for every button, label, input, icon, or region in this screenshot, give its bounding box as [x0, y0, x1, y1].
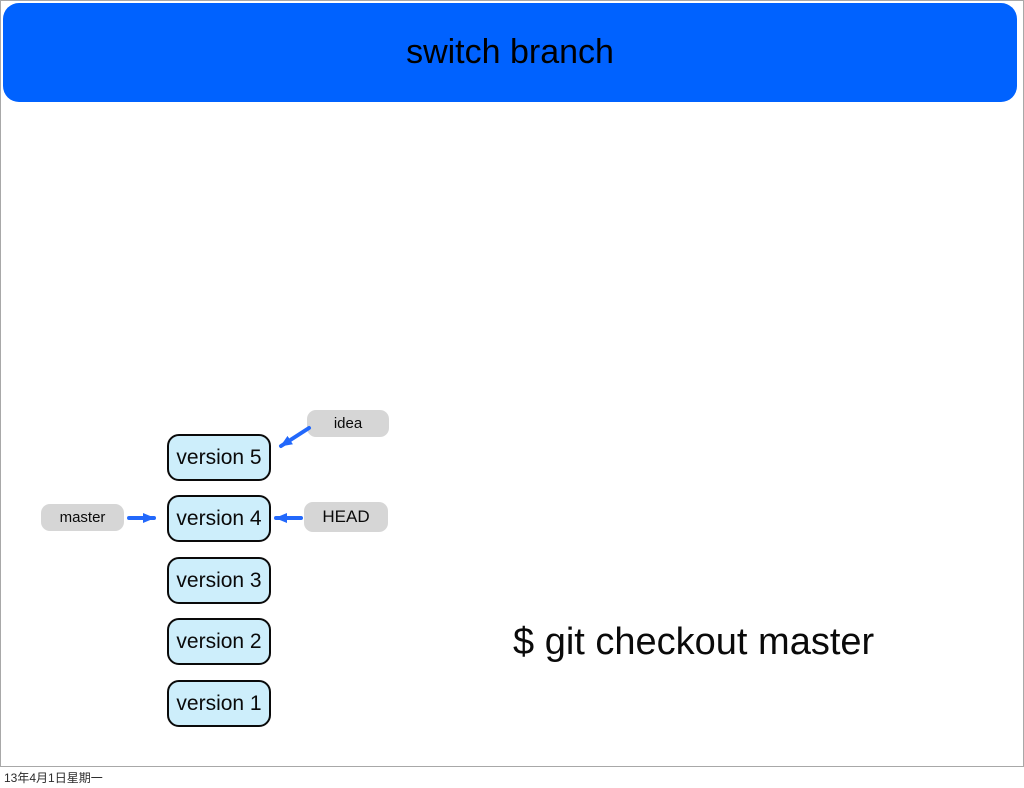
- slide-title: switch branch: [406, 33, 614, 71]
- slide-area: switch branch version 5 version 4 versio…: [0, 0, 1024, 767]
- commit-box-version-1: version 1: [167, 680, 271, 727]
- ref-label-text: HEAD: [322, 507, 370, 526]
- ref-label-idea: idea: [307, 410, 389, 437]
- commit-label: version 3: [176, 568, 262, 592]
- arrow-idea-to-version5: [279, 426, 311, 448]
- commit-label: version 4: [176, 506, 262, 530]
- commit-label: version 1: [176, 691, 262, 715]
- commit-label: version 2: [176, 629, 262, 653]
- ref-label-text: master: [59, 509, 106, 526]
- slide-footer: 13年4月1日星期一: [0, 767, 1024, 788]
- commit-box-version-5: version 5: [167, 434, 271, 481]
- commit-label: version 5: [176, 445, 262, 469]
- commit-box-version-2: version 2: [167, 618, 271, 665]
- ref-label-text: idea: [333, 415, 363, 432]
- footer-date: 13年4月1日星期一: [4, 771, 103, 785]
- ref-label-master: master: [41, 504, 124, 531]
- git-command-text: $ git checkout master: [513, 621, 875, 663]
- commit-box-version-4: version 4: [167, 495, 271, 542]
- commit-box-version-3: version 3: [167, 557, 271, 604]
- slide-header: switch branch: [3, 3, 1017, 102]
- ref-label-head: HEAD: [304, 502, 388, 532]
